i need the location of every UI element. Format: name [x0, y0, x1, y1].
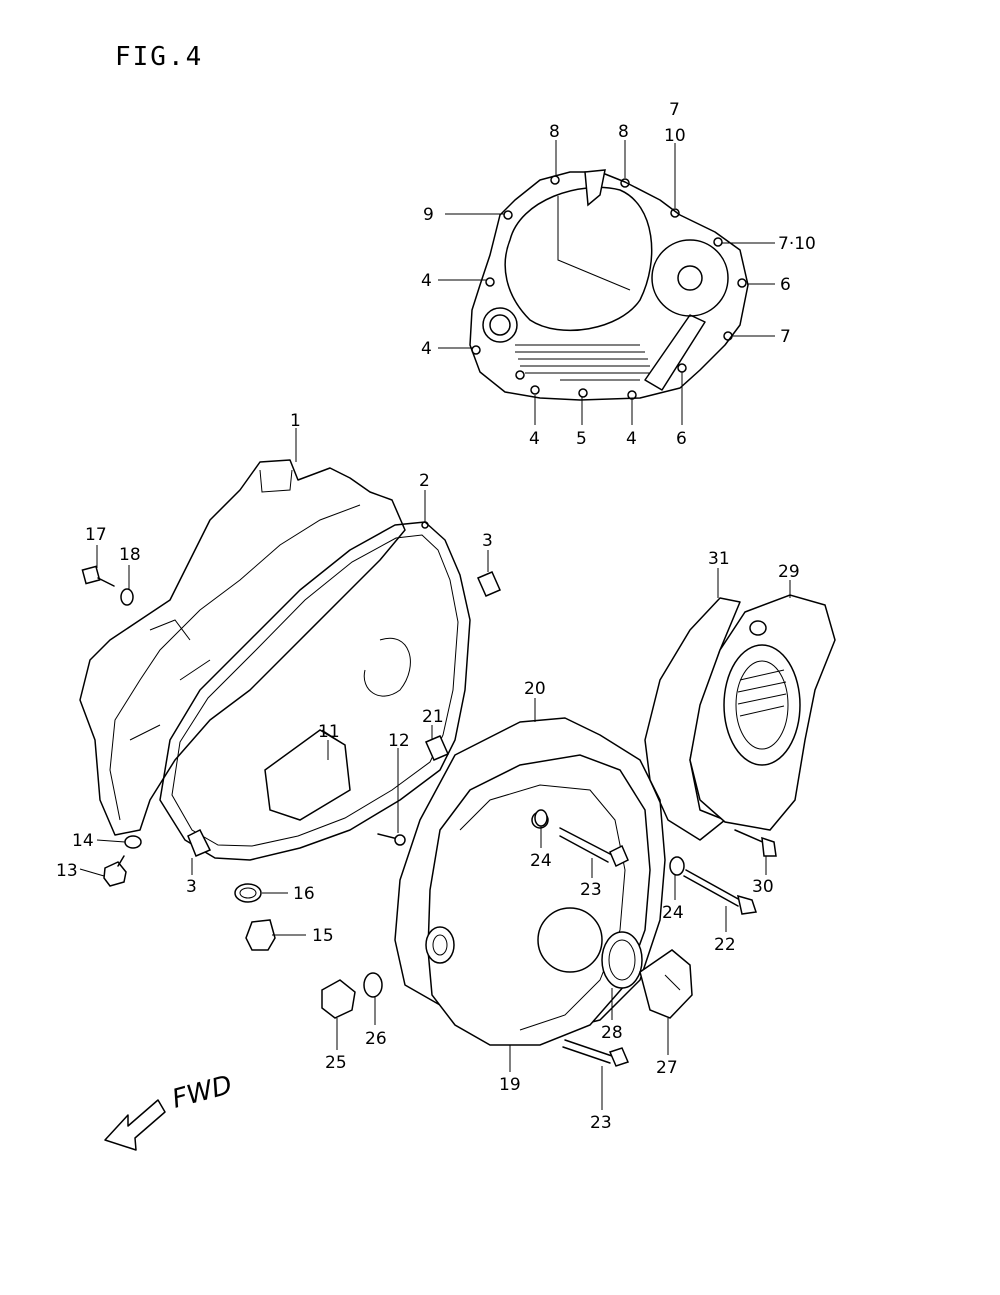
inset-leader-lines	[438, 140, 775, 425]
leader-lines	[79, 428, 791, 1110]
callout-19: 19	[499, 1075, 521, 1095]
crankcase-cover-part-1	[79, 459, 406, 836]
callout-24: 24	[662, 903, 684, 923]
callout-7: 7	[780, 327, 791, 347]
callout-2: 2	[419, 471, 430, 491]
forward-arrow-icon	[104, 1099, 166, 1151]
callout-3: 3	[186, 877, 197, 897]
filter-cover-part-11	[264, 729, 406, 846]
callout-21: 21	[422, 707, 444, 727]
callout-18: 18	[119, 545, 141, 565]
oring-16-plug-15	[234, 883, 276, 951]
callout-4: 4	[529, 429, 540, 449]
callout-10: 10	[664, 126, 686, 146]
callout-4: 4	[421, 271, 432, 291]
gasket-part-20	[394, 717, 666, 1036]
callout-30: 30	[752, 877, 774, 897]
callout-8: 8	[549, 122, 560, 142]
callout-9: 9	[423, 205, 434, 225]
callout-8: 8	[618, 122, 629, 142]
bolts-22-23-30	[534, 809, 777, 1067]
callout-6: 6	[676, 429, 687, 449]
forward-label: FWD	[169, 1070, 235, 1115]
callout-31: 31	[708, 549, 730, 569]
callout-26: 26	[365, 1029, 387, 1049]
callout-4: 4	[421, 339, 432, 359]
callout-5: 5	[576, 429, 587, 449]
callout-22: 22	[714, 935, 736, 955]
callout-4: 4	[626, 429, 637, 449]
clutch-cover-inset	[469, 169, 749, 401]
magneto-cover-part-19	[425, 754, 651, 1046]
callout-27: 27	[656, 1058, 678, 1078]
callout-29: 29	[778, 562, 800, 582]
callout-11: 11	[318, 722, 340, 742]
callout-labels: 8 8 7 10 9 7·10 4 6 7 4 4 5 4 6 1 2 3 17…	[56, 100, 816, 1133]
callout-16: 16	[293, 884, 315, 904]
callout-25: 25	[325, 1053, 347, 1073]
callout-17: 17	[85, 525, 107, 545]
cap-27-ring-28	[601, 931, 693, 1019]
callout-23: 23	[590, 1113, 612, 1133]
figure-title: FIG.4	[115, 42, 204, 72]
bolt-17-washer-18	[81, 565, 134, 606]
bolt-13-washer-14	[103, 835, 142, 887]
callout-7: 7	[669, 100, 680, 120]
plug-25-ring-26	[321, 972, 383, 1019]
callout-24: 24	[530, 851, 552, 871]
callout-12: 12	[388, 731, 410, 751]
callout-7-10: 7·10	[778, 234, 816, 254]
callout-20: 20	[524, 679, 546, 699]
callout-13: 13	[56, 861, 78, 881]
callout-15: 15	[312, 926, 334, 946]
callout-28: 28	[601, 1023, 623, 1043]
dowel-pins	[187, 571, 501, 857]
sprocket-cover-part-29	[644, 594, 836, 841]
callout-1: 1	[290, 411, 301, 431]
callout-3: 3	[482, 531, 493, 551]
forward-direction-indicator: FWD	[104, 1070, 235, 1151]
callout-14: 14	[72, 831, 94, 851]
callout-6: 6	[780, 275, 791, 295]
callout-23: 23	[580, 880, 602, 900]
